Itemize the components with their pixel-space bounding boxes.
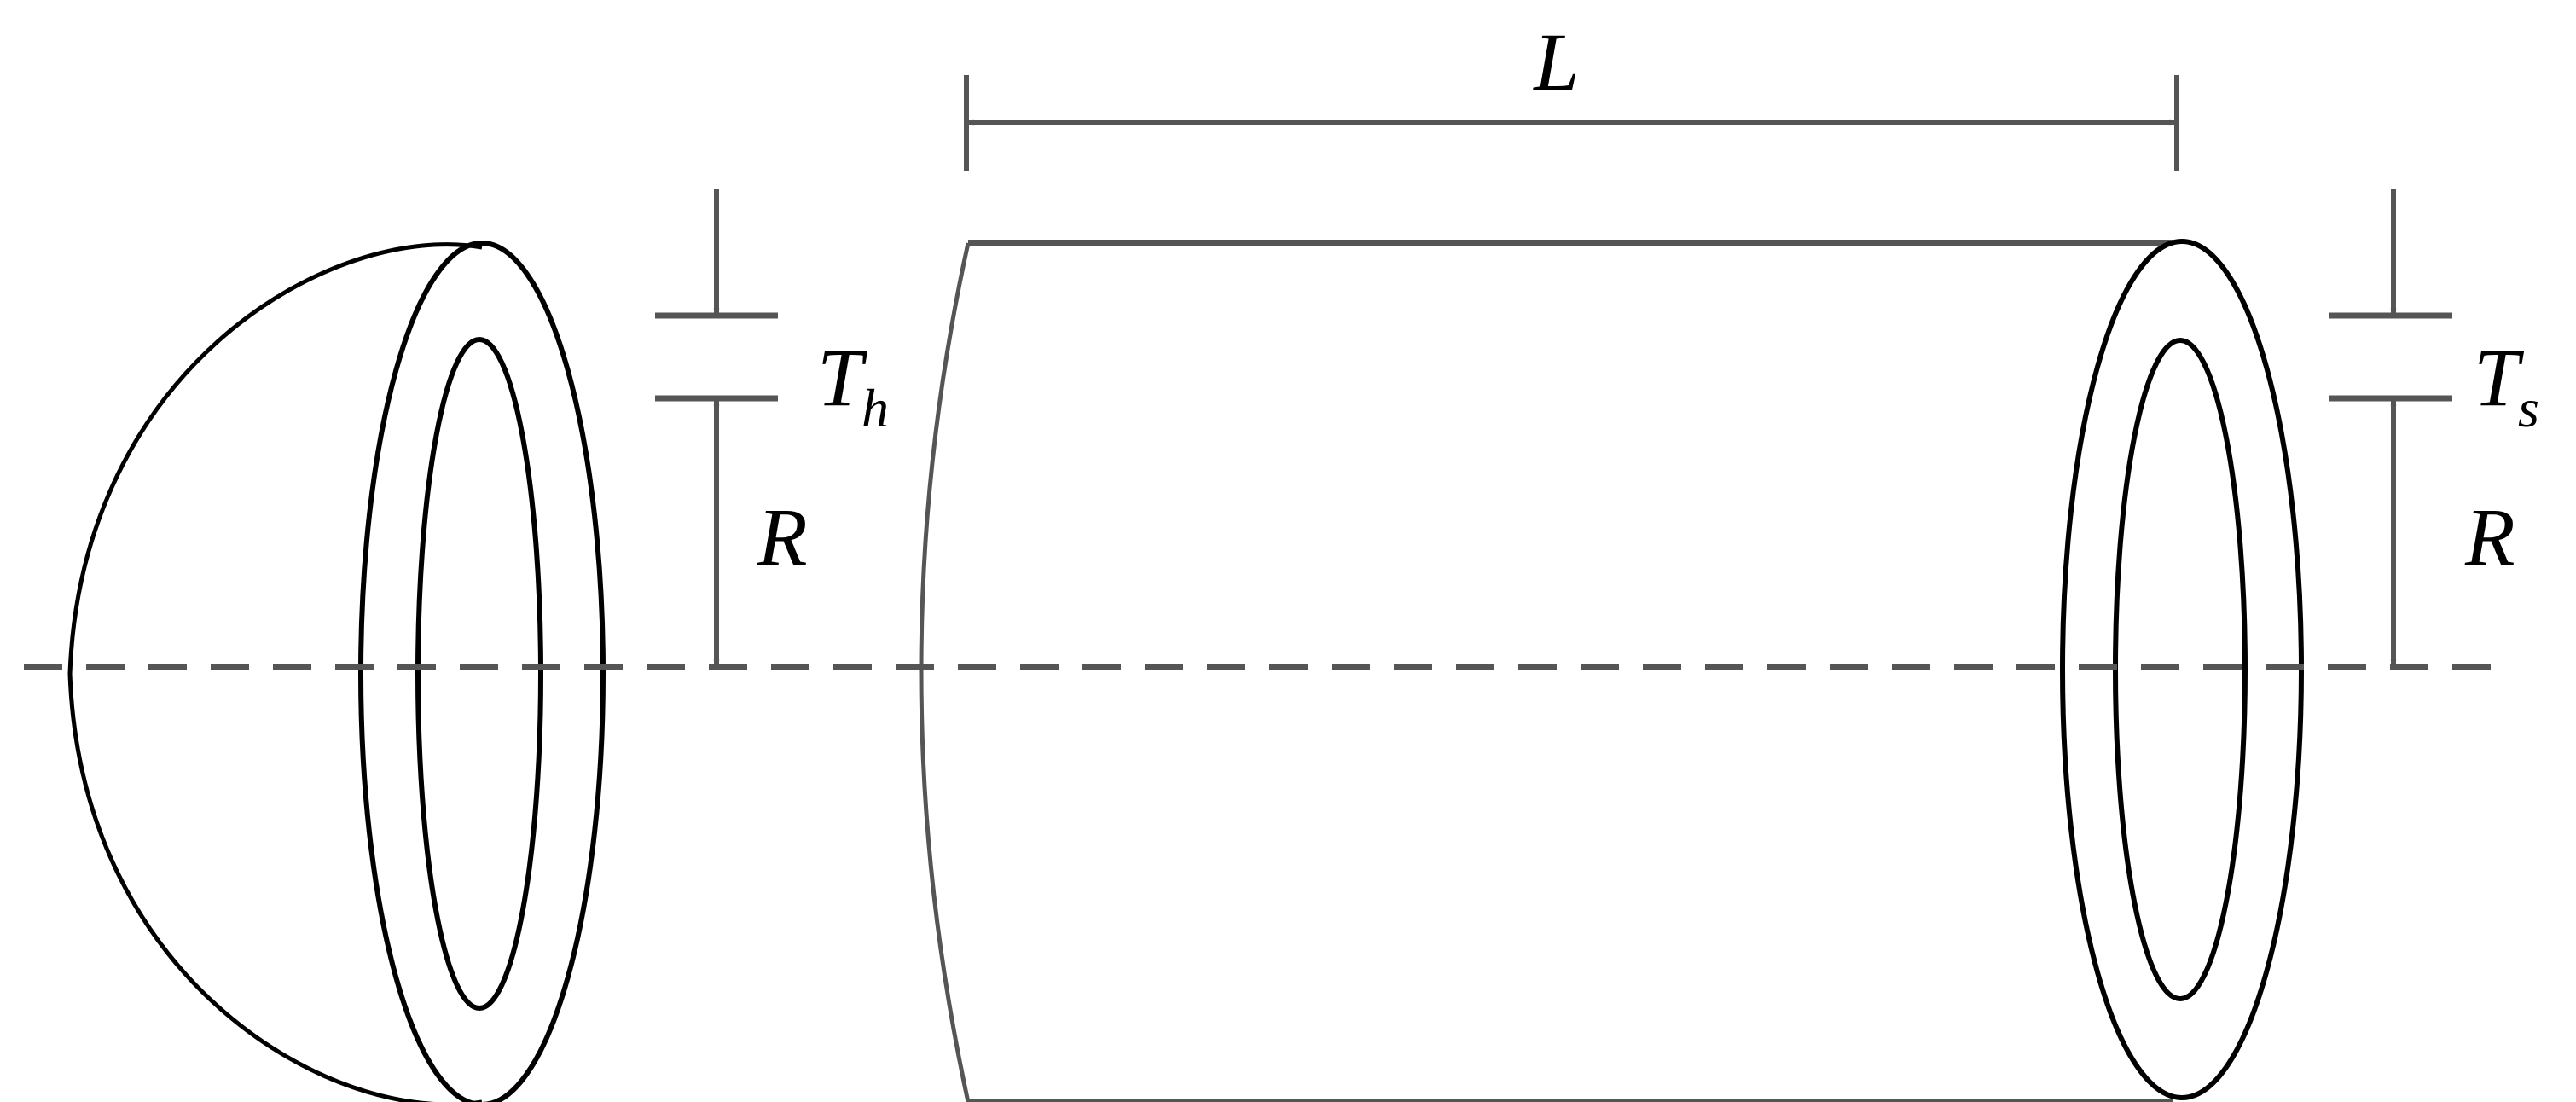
hemispherical-head [67,241,606,1102]
shell-left-edge [919,242,971,1102]
head-thickness-subscript: h [862,378,889,438]
head-radius-label: R [757,491,808,583]
shell-thickness-label: T [2474,332,2525,423]
head-inner-rim [415,337,543,1011]
length-label: L [1532,16,1579,107]
cylindrical-shell [919,239,2304,1102]
head-outer-rim [358,241,606,1102]
shell-radius-label: R [2464,491,2515,583]
shell-thickness-subscript: s [2518,378,2539,438]
head-radius-dimension: R [713,399,808,666]
hemisphere-dome [67,242,483,1102]
length-dimension: L [964,16,2179,171]
head-thickness-dimension: T h [655,189,889,438]
shell-radius-dimension: R [2390,399,2515,666]
shell-thickness-dimension: T s [2329,189,2539,438]
head-thickness-label: T [817,332,868,423]
